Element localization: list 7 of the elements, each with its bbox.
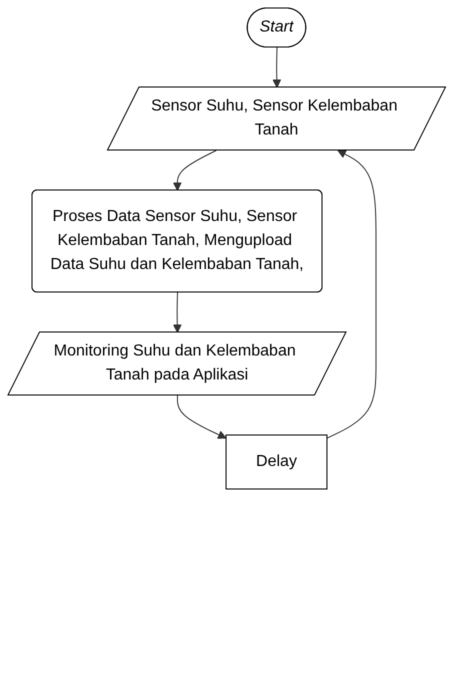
arrow <box>177 395 227 439</box>
arrow <box>326 150 377 439</box>
node-text: Proses Data Sensor Suhu, Sensor Kelembaban Tanah, Mengupload Data Suhu dan Kelembaban Tanah, <box>50 208 304 273</box>
node-box: Delay <box>226 434 328 490</box>
arrow <box>173 150 217 191</box>
arrow <box>173 292 182 333</box>
arrow <box>272 47 282 88</box>
